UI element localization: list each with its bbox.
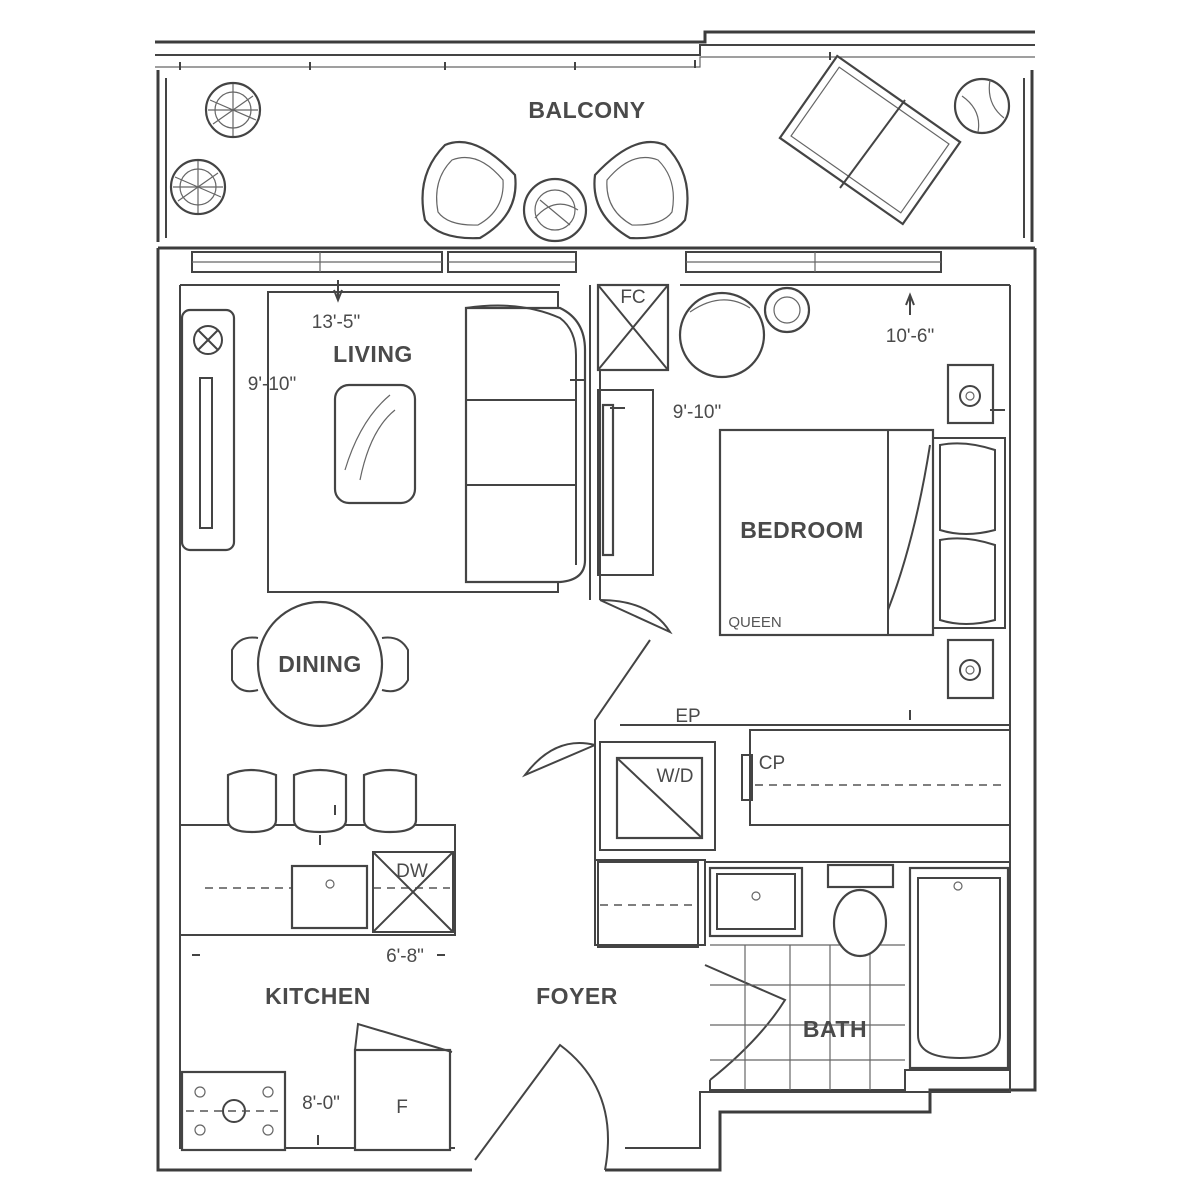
bath-tile-floor xyxy=(710,944,905,1090)
kitchen-counter xyxy=(205,851,454,933)
bathtub-icon xyxy=(908,866,1010,1070)
bed-icon xyxy=(718,428,1006,637)
bed-size-label: QUEEN xyxy=(728,614,781,631)
fixture-label-cp: CP xyxy=(759,753,785,774)
armchair-icon xyxy=(678,291,766,379)
dimension-bedroom-width: 10'-6" xyxy=(886,326,934,347)
side-table-icon xyxy=(522,177,588,243)
lounge-chair-icon xyxy=(778,54,962,226)
exterior-walls xyxy=(156,246,1037,1172)
dimension-bedroom-depth: 9'-10" xyxy=(673,402,721,423)
media-console-icon xyxy=(180,308,236,552)
room-label-kitchen: KITCHEN xyxy=(265,983,371,1009)
fan-coil-icon xyxy=(596,283,670,372)
nightstand-icon xyxy=(946,638,995,700)
plant-icon xyxy=(169,158,227,216)
dining-table-icon xyxy=(231,600,409,728)
balcony-chair-icon xyxy=(421,140,517,240)
fixture-label-fridge: F xyxy=(396,1097,408,1118)
bar-stool-icon xyxy=(226,768,418,834)
dimension-kitchen-width: 6'-8" xyxy=(386,946,424,967)
balcony-chair-icon xyxy=(593,140,689,240)
room-label-living: LIVING xyxy=(333,341,413,367)
room-label-balcony: BALCONY xyxy=(528,97,645,123)
fridge-icon xyxy=(353,1022,453,1152)
room-label-bedroom: BEDROOM xyxy=(740,517,864,543)
room-label-bath: BATH xyxy=(803,1016,867,1042)
stove-icon xyxy=(180,1070,287,1152)
fixture-label-fc: FC xyxy=(620,287,645,308)
room-label-dining: DINING xyxy=(278,651,362,677)
dimension-kitchen-depth: 8'-0" xyxy=(302,1093,340,1114)
balcony-area xyxy=(155,30,1035,242)
fixture-label-wd: W/D xyxy=(657,766,694,787)
dimension-living-depth: 9'-10" xyxy=(248,374,296,395)
toilet-icon xyxy=(826,863,895,958)
fixture-label-ep: EP xyxy=(675,706,700,727)
sofa-icon xyxy=(464,304,587,584)
coffee-table-icon xyxy=(333,383,417,505)
fixture-label-dw: DW xyxy=(396,861,428,882)
room-label-foyer: FOYER xyxy=(536,983,618,1009)
plant-icon xyxy=(204,81,262,139)
dimension-marks xyxy=(192,280,1005,1145)
dimension-living-width: 13'-5" xyxy=(312,312,360,333)
ball-icon xyxy=(953,77,1011,135)
door-swing xyxy=(474,599,787,1171)
vanity-sink-icon xyxy=(708,866,804,938)
interior-walls xyxy=(180,285,1011,1091)
side-table-icon xyxy=(763,286,811,334)
nightstand-icon xyxy=(946,363,995,425)
